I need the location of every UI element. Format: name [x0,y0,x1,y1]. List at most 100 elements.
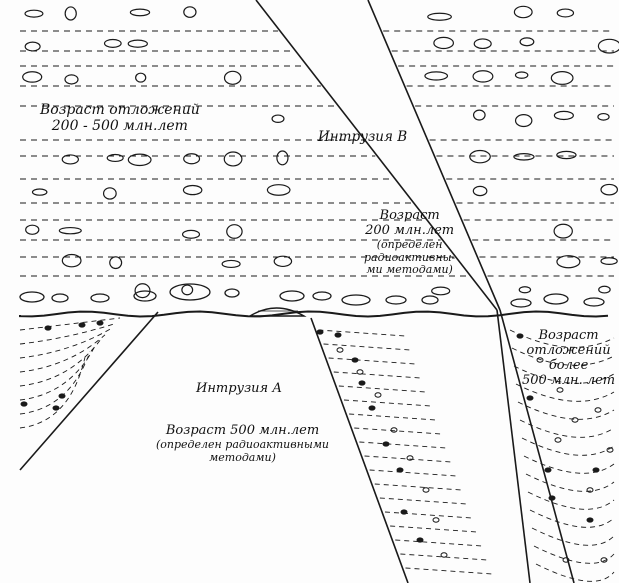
intrusion-b-label: Интрузия В [318,129,407,146]
open-grain [536,357,544,363]
band-stratum [318,329,406,337]
intrusion-a-right-boundary [310,317,409,583]
pebble [472,70,494,83]
conglomerate-pebble [312,291,332,301]
conglomerate-pebble [421,295,439,305]
band-stratum [369,469,457,477]
dark-grain [368,405,376,411]
pebble [556,8,575,18]
pebble [24,41,41,52]
dark-grain [44,325,52,331]
pebble [427,12,452,21]
pebble [273,255,293,268]
folded-stratum [19,351,91,415]
band-stratum [323,343,411,351]
band-stratum [400,553,488,561]
band-stratum [405,567,493,575]
open-grain [562,557,570,563]
open-grain [571,417,579,423]
pebble [271,114,285,124]
lens-body [247,307,307,317]
open-grain [356,369,364,375]
dark-grain [334,332,342,338]
folded-stratum [19,345,96,401]
dark-grain [358,380,366,386]
conglomerate-pebble [385,295,407,305]
right-folded-stratum [517,401,615,420]
dark-grain [52,405,60,411]
dark-grain [382,441,390,447]
intrusion-b-age-label: Возраст 200 млн.лет (определен радиоакти… [364,208,456,277]
pebble [182,184,203,196]
pebble [181,229,201,239]
pebble [25,224,40,235]
band-stratum [359,441,447,449]
open-grain [422,487,430,493]
band-stratum [384,511,473,519]
pebble [469,149,491,164]
dark-grain [586,517,594,523]
intrusion-a-age-line3: методами) [209,450,276,464]
pebble [514,114,533,128]
open-grain [606,447,614,453]
pebble [64,74,79,85]
intrusion-b-right-boundary-upper [367,0,501,311]
intrusion-a-label: Интрузия А [196,381,282,397]
pebble [109,256,123,270]
lower-sediments-line1: Возраст [538,328,599,343]
open-grain [594,407,602,413]
open-grain [432,517,440,523]
folded-stratum [19,323,116,345]
pebble [514,71,529,79]
pebble [597,38,619,54]
pebble [226,224,243,239]
pebble [472,109,486,121]
pebble [22,71,43,83]
conglomerate-pebble [583,297,605,307]
pebble [64,6,77,21]
pebble [513,5,533,19]
right-folded-stratum [515,383,615,402]
pebble [600,183,618,196]
dark-grain [592,467,600,473]
pebble [518,286,532,294]
band-stratum [395,539,483,547]
right-folded-stratum [511,347,615,366]
right-folded-stratum [535,563,615,582]
conglomerate-pebble [133,290,157,302]
pebble [550,70,574,85]
right-folded-stratum [529,509,615,528]
lower-sediments-line4: 500 млн. лет [522,372,616,388]
dark-grain [316,329,324,335]
dark-grain [400,509,408,515]
conglomerate-pebble [279,290,305,302]
pebble [221,259,241,269]
band-stratum [374,483,462,491]
intrusion-b-age-line1: Возраст [379,208,440,223]
dark-grain [351,357,359,363]
dark-grain [416,537,424,543]
intrusion-a-left-boundary [19,311,159,471]
open-grain [406,455,414,461]
pebble [553,223,573,239]
folded-stratum [19,340,101,387]
pebble [135,72,147,83]
band-stratum [390,525,478,533]
pebble [473,38,492,50]
conglomerate-pebble [90,293,110,303]
folded-stratum [19,334,106,373]
pebble [183,6,197,18]
folded-stratum [19,317,121,331]
open-grain [554,437,562,443]
upper-sediments-label: Возраст отложений 200 - 500 млн.лет [40,102,200,134]
dark-grain [96,320,104,326]
intrusion-b-age-line4: радиоактивны- [364,250,456,264]
intrusion-b-age-line3: (определен [376,237,443,251]
pebble [58,226,82,235]
pebble [276,150,289,166]
band-stratum [338,385,426,393]
unconformity-surface [19,310,609,318]
dark-grain [396,467,404,473]
conglomerate-pebble [169,283,211,301]
